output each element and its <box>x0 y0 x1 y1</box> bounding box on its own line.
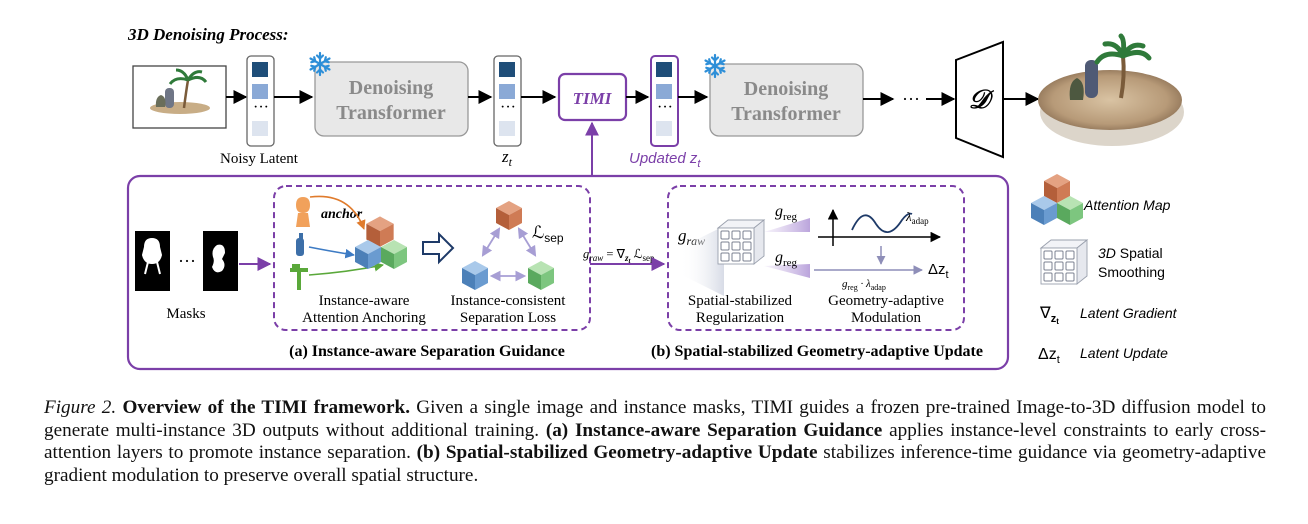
lambda-adap-label: λadap <box>905 209 929 226</box>
timi-detail-frame <box>126 174 1010 371</box>
legend-latent-gradient-symbol: ∇zt <box>1039 305 1059 326</box>
caption-text-2: applies instance-level constraints to ea… <box>44 419 1266 464</box>
input-image <box>132 65 227 129</box>
geometry-label-2: Modulation <box>851 310 921 326</box>
spatial-label-2: Regularization <box>696 310 785 326</box>
denoiser-1-line1: Denoising <box>349 77 433 99</box>
noisy-latent-label: Noisy Latent <box>220 151 299 167</box>
anchoring-label-2: Attention Anchoring <box>302 310 426 326</box>
denoising-transformer-1: Denoising Transformer <box>314 61 469 137</box>
greg-fan-lower <box>764 264 810 278</box>
greg-upper-label: greg <box>775 203 798 223</box>
updated-zt-label: Updated zt <box>629 150 701 170</box>
geometry-label-1: Geometry-adaptive <box>828 293 944 309</box>
smoothing-grid-cube <box>717 219 765 265</box>
denoising-transformer-2: Denoising Transformer <box>709 63 864 137</box>
legend-latent-gradient: Latent Gradient <box>1080 305 1178 321</box>
anchoring-label-1: Instance-aware <box>319 293 410 309</box>
separation-label-2: Separation Loss <box>460 310 556 326</box>
updated-zt-stack: ··· <box>650 55 679 147</box>
zt-ellipsis: ··· <box>500 99 516 116</box>
greg-lambda-label: greg · λadap <box>842 278 886 292</box>
delta-z-output-label: Δzt <box>928 261 949 281</box>
geometry-update-box <box>667 185 965 331</box>
masks-ellipsis: ··· <box>178 251 196 271</box>
zt-label: zt <box>501 147 513 169</box>
anchor-arrow-blue <box>308 246 355 259</box>
greg-fan-upper <box>764 218 810 232</box>
masks-label: Masks <box>166 306 205 322</box>
zt-latent-stack: ··· <box>493 55 522 147</box>
instance-icons <box>290 197 310 290</box>
timi-module: TIMI <box>557 72 628 122</box>
graw-equation: graw = ∇zt ℒsep <box>583 247 655 265</box>
denoiser-2-line2: Transformer <box>731 103 841 125</box>
noisy-latent-stack: ··· <box>246 55 275 147</box>
timi-label: TIMI <box>573 89 613 108</box>
part-b-title: (b) Spatial-stabilized Geometry-adaptive… <box>651 343 983 360</box>
caption-bold-a: (a) Instance-aware Separation Guidance <box>545 419 883 441</box>
anchor-arrow-green <box>308 262 384 276</box>
anchor-arrow-orange <box>309 195 366 230</box>
caption-bold-title: Overview of the TIMI framework. <box>122 397 411 418</box>
spatial-label-1: Spatial-stabilized <box>688 293 793 309</box>
legend-smoothing-line1: 3D Spatial <box>1098 245 1163 261</box>
sep-arrow-top-right <box>517 227 537 257</box>
legend-latent-update-symbol: Δzt <box>1038 346 1060 366</box>
figure-caption: Figure 2. Overview of the TIMI framework… <box>44 397 1266 487</box>
denoiser-2-line1: Denoising <box>744 78 828 100</box>
caption-text-3: stabilizes inference-time guidance via g… <box>44 442 1266 486</box>
instance-masks: ··· <box>135 231 238 291</box>
updated-ellipsis: ··· <box>657 99 673 116</box>
caption-figure-label: Figure 2. <box>44 397 117 418</box>
caption-bold-b: (b) Spatial-stabilized Geometry-adaptive… <box>416 442 818 463</box>
lambda-adap-curve <box>851 212 913 233</box>
part-a-title: (a) Instance-aware Separation Guidance <box>289 343 565 360</box>
denoiser-1-line2: Transformer <box>336 102 446 124</box>
loss-sep-label: ℒsep <box>532 223 564 245</box>
caption-text-1: Given a single image and instance masks,… <box>44 397 1267 441</box>
timi-framework-diagram: 3D Denoising Process: ··· Noisy Latent D… <box>126 25 1184 371</box>
transition-hollow-arrow <box>422 231 455 265</box>
legend-attention-map: Attention Map <box>1083 197 1171 213</box>
process-title: 3D Denoising Process: <box>127 25 289 44</box>
greg-lower-label: greg <box>775 249 798 269</box>
latent-ellipsis: ··· <box>253 99 269 116</box>
legend-smoothing-icon <box>1040 239 1088 285</box>
legend-latent-update: Latent Update <box>1080 345 1168 361</box>
output-3d-scene <box>1038 33 1184 146</box>
sep-arrow-top-left <box>481 227 501 257</box>
separation-guidance-box <box>273 185 591 331</box>
pipeline-ellipsis: ··· <box>902 89 920 109</box>
separation-label-1: Instance-consistent <box>451 293 567 309</box>
decoder-block: 𝒟 <box>955 40 1004 159</box>
smoothing-input-fade <box>680 226 724 296</box>
legend-attention-map-icon <box>1031 174 1083 225</box>
legend-smoothing-line2: Smoothing <box>1098 264 1165 280</box>
